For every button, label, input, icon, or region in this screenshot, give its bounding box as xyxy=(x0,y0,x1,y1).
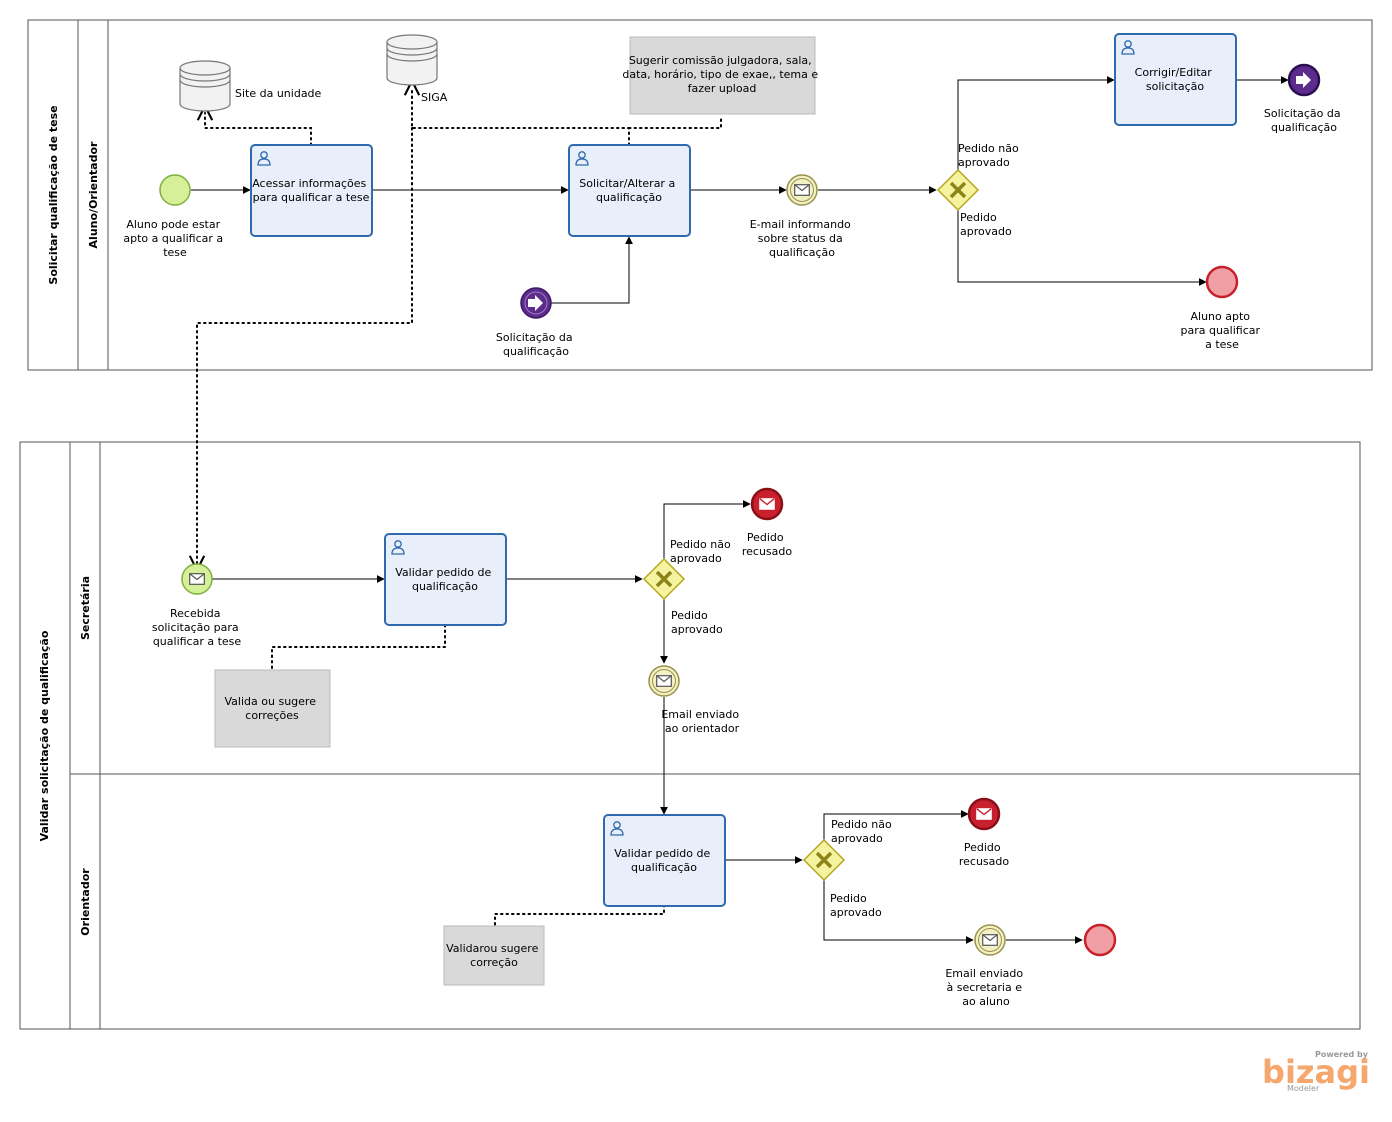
task-acessar-informacoes[interactable]: Acessar informações para qualificar a te… xyxy=(250,144,373,237)
annotation-valida-orientador: Validarou sugere correção xyxy=(443,925,545,986)
pool-title-validar: Validar solicitação de qualificação xyxy=(38,630,51,841)
annotation-valida-secretaria: Valida ou sugere correções xyxy=(214,669,331,748)
x-icon xyxy=(949,181,967,199)
svg-text:bizagi: bizagi xyxy=(1262,1053,1370,1091)
envelope-icon xyxy=(189,573,205,585)
envelope-icon xyxy=(656,675,672,687)
gateway-secretaria-nao-label: Pedido não aprovado xyxy=(670,538,734,565)
gateway-secretaria[interactable] xyxy=(642,557,686,601)
data-store-site-icon[interactable] xyxy=(179,60,231,112)
lane-title-orientador: Orientador xyxy=(79,868,92,936)
task-validar-secretaria[interactable]: Validar pedido de qualificação xyxy=(384,533,507,626)
svg-text:Valida ou sugere correçõ: Valida ou sugere correções xyxy=(225,695,320,722)
svg-text:Validar pedido de qualif: Validar pedido de qualificação xyxy=(614,847,714,874)
signal-start-event[interactable] xyxy=(520,287,552,319)
signal-end-label: Solicitação da qualificação xyxy=(1264,107,1344,134)
end-event-aluno-apto-label: Aluno apto para qualificar a tese xyxy=(1180,310,1263,351)
gateway-top[interactable] xyxy=(936,168,980,212)
start-event-aluno[interactable] xyxy=(159,174,191,206)
svg-text:Acessar informações para: Acessar informações para qualificar a te… xyxy=(252,177,370,204)
x-icon xyxy=(815,851,833,869)
end-event-recusado-secretaria-label: Pedido recusado xyxy=(742,531,793,558)
email-event-final[interactable] xyxy=(974,924,1006,956)
message-start-label: Recebida solicitação para qualificar a t… xyxy=(152,607,242,648)
svg-text:Powered by: Powered by xyxy=(1315,1050,1369,1059)
start-event-aluno-label: Aluno pode estar apto a qualificar a tes… xyxy=(123,218,226,259)
end-event-aluno-apto[interactable] xyxy=(1205,265,1239,299)
email-event-orientador[interactable] xyxy=(648,665,680,697)
svg-text:Corrigir/Editar solicita: Corrigir/Editar solicitação xyxy=(1135,66,1216,93)
gateway-orientador[interactable] xyxy=(802,838,846,882)
bizagi-logo: Powered by bizagi Modeler xyxy=(1262,1050,1370,1093)
svg-text:Sugerir comissão julgadora, sa: Sugerir comissão julgadora, sala, data, … xyxy=(622,54,821,95)
envelope-icon xyxy=(794,184,810,196)
signal-start-label: Solicitação da qualificação xyxy=(496,331,576,358)
associations xyxy=(197,88,722,927)
gateway-top-nao-label: Pedido não aprovado xyxy=(958,142,1022,169)
signal-end-event[interactable] xyxy=(1287,63,1321,97)
envelope-icon xyxy=(982,934,998,946)
end-event-final[interactable] xyxy=(1083,923,1117,957)
email-event-status-label: E-mail informando sobre status da qualif… xyxy=(750,218,855,259)
gateway-orientador-sim-label: Pedido aprovado xyxy=(830,892,882,919)
lane-title-secretaria: Secretária xyxy=(79,576,92,640)
message-start-event[interactable] xyxy=(181,563,213,595)
sequence-flows xyxy=(191,76,1289,944)
data-store-siga-label: SIGA xyxy=(421,91,448,104)
gateway-orientador-nao-label: Pedido não aprovado xyxy=(831,818,895,845)
x-icon xyxy=(655,570,673,588)
task-corrigir-editar[interactable]: Corrigir/Editar solicitação xyxy=(1114,33,1237,126)
pool-title-solicitar: Solicitar qualificação de tese xyxy=(47,105,60,284)
task-validar-orientador[interactable]: Validar pedido de qualificação xyxy=(603,814,726,907)
data-store-site-label: Site da unidade xyxy=(235,87,322,100)
envelope-icon xyxy=(976,808,992,820)
gateway-secretaria-sim-label: Pedido aprovado xyxy=(671,609,723,636)
arrow-right-icon xyxy=(528,295,543,311)
svg-text:Validarou sugere correçã: Validarou sugere correção xyxy=(446,942,542,969)
data-store-siga-icon[interactable] xyxy=(386,34,438,86)
svg-text:Validar pedido de qualif: Validar pedido de qualificação xyxy=(395,566,495,593)
task-solicitar-alterar[interactable]: Solicitar/Alterar a qualificação xyxy=(568,144,691,237)
annotation-sugerir: Sugerir comissão julgadora, sala, data, … xyxy=(622,36,821,115)
email-event-orientador-label: Email enviado ao orientador xyxy=(661,708,742,735)
end-event-recusado-orientador[interactable] xyxy=(967,797,1001,831)
email-event-final-label: Email enviado à secretaria e ao aluno xyxy=(945,967,1026,1008)
arrow-right-icon xyxy=(1296,72,1311,88)
end-event-recusado-orientador-label: Pedido recusado xyxy=(959,841,1010,868)
svg-text:Modeler: Modeler xyxy=(1287,1084,1320,1093)
end-event-recusado-secretaria[interactable] xyxy=(750,487,784,521)
gateway-top-sim-label: Pedido aprovado xyxy=(960,211,1012,238)
svg-text:Solicitar/Alterar a qual: Solicitar/Alterar a qualificação xyxy=(579,177,678,204)
envelope-icon xyxy=(759,498,775,510)
lane-title-aluno: Aluno/Orientador xyxy=(87,141,100,248)
email-event-status[interactable] xyxy=(786,174,818,206)
